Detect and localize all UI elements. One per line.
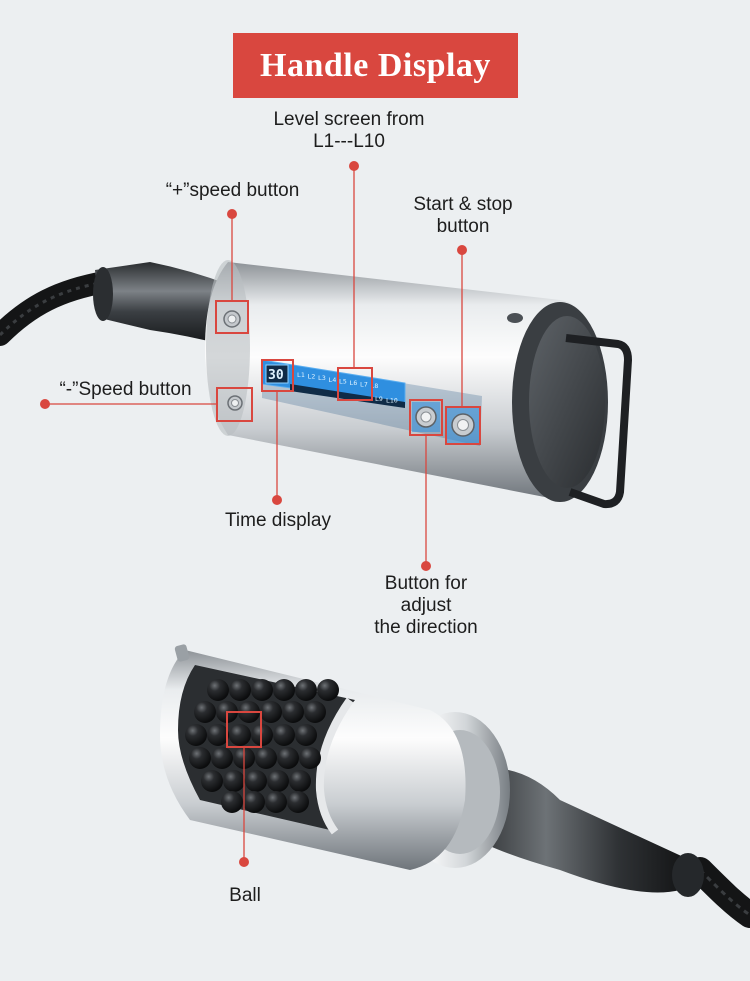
massage-ball-29: [289, 770, 311, 792]
lcd-level-9: L9: [375, 395, 383, 403]
massage-ball-23: [277, 747, 299, 769]
title-banner: Handle Display: [233, 33, 518, 98]
massage-ball-2: [229, 679, 251, 701]
lcd-level-2: L2: [308, 373, 316, 381]
level-screen-label: Level screen from L1---L10: [273, 109, 425, 152]
massage-balls: [185, 679, 339, 813]
massage-ball-14: [207, 724, 229, 746]
lcd-level-4: L4: [329, 376, 337, 384]
massage-ball-25: [201, 770, 223, 792]
lcd-level-1: L1: [297, 371, 305, 379]
massage-ball-26: [223, 770, 245, 792]
massage-ball-20: [211, 747, 233, 769]
lcd-level-6: L6: [350, 379, 358, 387]
massage-ball-12: [304, 701, 326, 723]
massage-ball-17: [273, 724, 295, 746]
lcd-time-readout: 30: [268, 368, 284, 383]
massage-ball-15: [229, 724, 251, 746]
ball-label: Ball: [229, 885, 261, 906]
lcd-level-8: L8: [371, 382, 379, 390]
massage-ball-33: [287, 791, 309, 813]
massage-ball-3: [251, 679, 273, 701]
massage-ball-31: [243, 791, 265, 813]
massage-ball-13: [185, 724, 207, 746]
start-stop-label: Start & stop button: [413, 194, 513, 237]
massage-ball-11: [282, 701, 304, 723]
massage-ball-1: [207, 679, 229, 701]
page-title: Handle Display: [260, 46, 491, 84]
lcd-level-7: L7: [360, 381, 368, 389]
massage-ball-6: [317, 679, 339, 701]
callouts: [40, 161, 481, 867]
massage-ball-18: [295, 724, 317, 746]
massage-ball-30: [221, 791, 243, 813]
massage-ball-32: [265, 791, 287, 813]
massage-ball-10: [260, 701, 282, 723]
lcd-level-10: L10: [386, 397, 398, 405]
direction-button-label: Button for adjust the direction: [374, 573, 478, 638]
massage-ball-5: [295, 679, 317, 701]
massage-ball-7: [194, 701, 216, 723]
massage-ball-19: [189, 747, 211, 769]
minus-speed-label: “-”Speed button: [59, 379, 192, 400]
massage-ball-24: [299, 747, 321, 769]
massage-ball-22: [255, 747, 277, 769]
massage-ball-4: [273, 679, 295, 701]
plus-speed-label: “+”speed button: [165, 180, 300, 201]
lcd-level-5: L5: [339, 377, 347, 385]
bottom-handle: [160, 644, 750, 928]
lcd-level-3: L3: [318, 374, 326, 382]
massage-ball-28: [267, 770, 289, 792]
massage-ball-27: [245, 770, 267, 792]
time-display-label: Time display: [225, 510, 331, 531]
